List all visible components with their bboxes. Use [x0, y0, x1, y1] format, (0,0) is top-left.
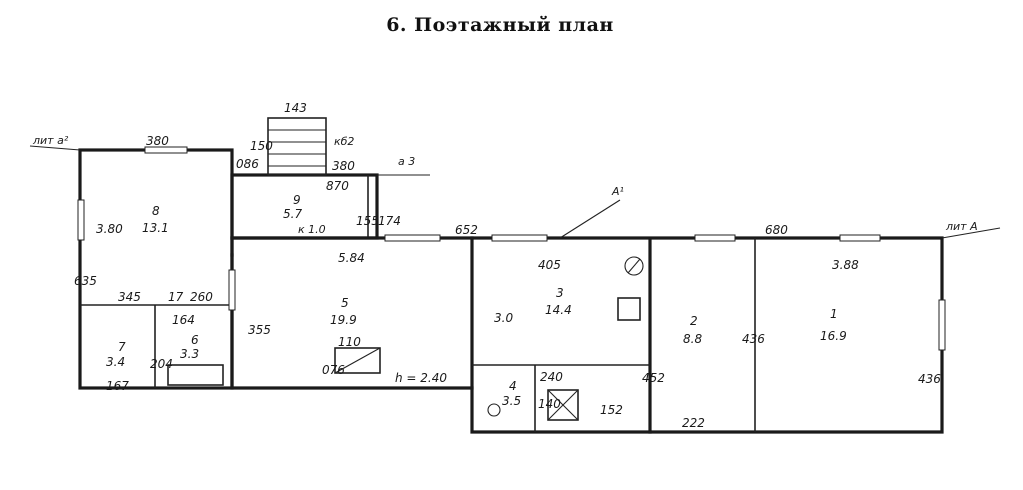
svg-text:635: 635	[74, 274, 97, 288]
svg-text:5.84: 5.84	[338, 251, 365, 265]
svg-text:16.9: 16.9	[820, 329, 847, 343]
room-8: 8 13.1	[142, 204, 169, 235]
ceiling-height: h = 2.40	[395, 371, 447, 385]
porch-steps	[267, 117, 327, 176]
svg-text:355: 355	[248, 323, 271, 337]
svg-text:3.4: 3.4	[106, 355, 125, 369]
boiler-icon	[624, 256, 644, 276]
room-9: 9 5.7	[283, 193, 302, 221]
wall-left-block	[78, 148, 234, 390]
label-a3: а 3	[398, 155, 415, 168]
label-lit-a2: лит а²	[32, 134, 69, 147]
room-6: 6 3.3	[180, 333, 199, 361]
svg-text:152: 152	[600, 403, 623, 417]
svg-text:3.80: 3.80	[96, 222, 123, 236]
svg-text:436: 436	[742, 332, 765, 346]
svg-text:680: 680	[765, 223, 788, 237]
shower-tray	[547, 389, 579, 421]
label-k10: к 1.0	[298, 223, 326, 236]
room-5: 5 19.9	[330, 296, 357, 327]
cooker	[617, 297, 641, 321]
svg-text:240: 240	[540, 370, 563, 384]
svg-text:9: 9	[293, 193, 301, 207]
svg-text:140: 140	[538, 397, 561, 411]
room-7: 7 3.4	[106, 340, 126, 369]
label-kb2: кб2	[334, 135, 354, 148]
svg-text:5.7: 5.7	[283, 207, 302, 221]
svg-text:3.0: 3.0	[494, 311, 513, 325]
svg-text:155: 155	[356, 214, 379, 228]
windows	[77, 146, 946, 351]
svg-text:405: 405	[538, 258, 561, 272]
svg-text:652: 652	[455, 223, 478, 237]
svg-text:3.88: 3.88	[832, 258, 859, 272]
svg-text:436: 436	[918, 372, 941, 386]
fixtures	[167, 256, 644, 421]
svg-text:14.4: 14.4	[545, 303, 572, 317]
svg-text:17: 17	[168, 290, 184, 304]
svg-text:870: 870	[326, 179, 349, 193]
room-1: 1 16.9	[820, 307, 847, 343]
svg-text:174: 174	[378, 214, 401, 228]
plan-title: 6. Поэтажный план	[386, 14, 614, 36]
svg-text:1: 1	[830, 307, 838, 321]
svg-text:3.5: 3.5	[502, 394, 521, 408]
svg-text:19.9: 19.9	[330, 313, 357, 327]
room-2: 2 8.8	[683, 314, 702, 346]
svg-text:2: 2	[690, 314, 698, 328]
svg-text:380: 380	[146, 134, 169, 148]
svg-text:5: 5	[341, 296, 349, 310]
svg-text:204: 204	[150, 357, 173, 371]
svg-text:7: 7	[118, 340, 126, 354]
svg-text:076: 076	[322, 363, 345, 377]
svg-text:164: 164	[172, 313, 195, 327]
svg-text:260: 260	[190, 290, 213, 304]
svg-text:13.1: 13.1	[142, 221, 169, 235]
svg-text:3: 3	[556, 286, 564, 300]
svg-text:150: 150	[250, 139, 273, 153]
bath	[167, 364, 224, 386]
stove	[334, 347, 381, 374]
svg-text:110: 110	[338, 335, 361, 349]
svg-text:222: 222	[682, 416, 705, 430]
svg-text:6: 6	[191, 333, 199, 347]
svg-text:380: 380	[332, 159, 355, 173]
svg-text:452: 452	[642, 371, 665, 385]
sink-icon	[487, 403, 501, 417]
svg-text:086: 086	[236, 157, 259, 171]
svg-text:3.3: 3.3	[180, 347, 199, 361]
room-3: 3 14.4	[545, 286, 572, 317]
svg-text:167: 167	[106, 379, 129, 393]
svg-text:143: 143	[284, 101, 307, 115]
room-4: 4 3.5	[502, 379, 521, 408]
svg-text:345: 345	[118, 290, 141, 304]
label-lit-a: лит А	[945, 220, 978, 233]
svg-text:8: 8	[152, 204, 160, 218]
wall-main-bottom	[230, 253, 652, 434]
label-a1: А¹	[611, 185, 624, 198]
svg-text:4: 4	[509, 379, 517, 393]
svg-text:8.8: 8.8	[683, 332, 702, 346]
